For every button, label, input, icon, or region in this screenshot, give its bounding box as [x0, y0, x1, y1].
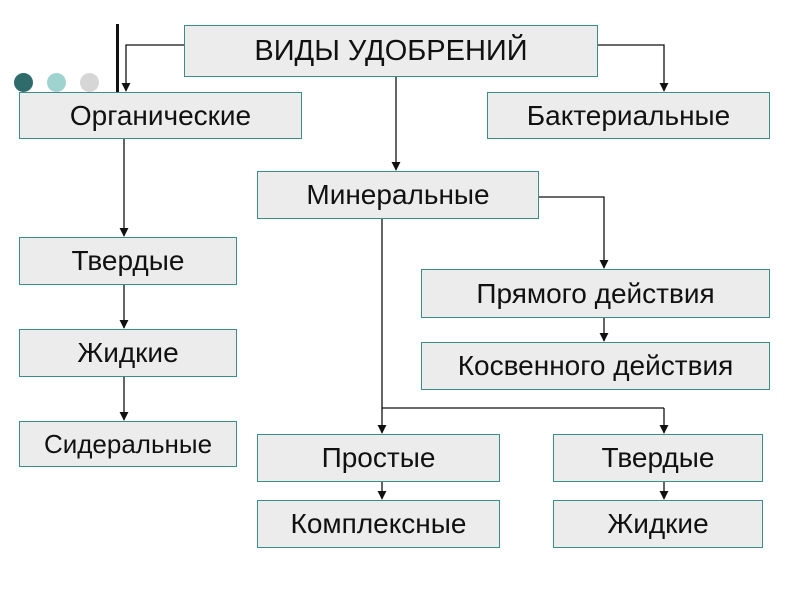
node-complex: Комплексные [257, 500, 500, 548]
slide-dot-dark [14, 73, 33, 92]
node-root: ВИДЫ УДОБРЕНИЙ [184, 25, 598, 77]
edge-mineral-direct [539, 196, 609, 269]
node-simple: Простые [257, 434, 500, 482]
node-mineral: Минеральные [257, 171, 539, 219]
node-direct-action: Прямого действия [421, 269, 770, 318]
node-indirect-action: Косвенного действия [421, 342, 770, 390]
edge-root-organic [121, 44, 184, 92]
node-solid-mineral: Твердые [553, 434, 763, 482]
node-bacterial: Бактериальные [487, 92, 770, 139]
edge-root-bacterial [598, 44, 669, 92]
slide-accent-bar [116, 24, 119, 92]
node-liquid-mineral: Жидкие [553, 500, 763, 548]
node-solid-organic: Твердые [19, 237, 237, 285]
node-sideral: Сидеральные [19, 421, 237, 467]
slide-dot-light [80, 73, 99, 92]
slide-dot-mid [47, 73, 66, 92]
node-liquid-organic: Жидкие [19, 329, 237, 377]
node-organic: Органические [19, 92, 302, 139]
